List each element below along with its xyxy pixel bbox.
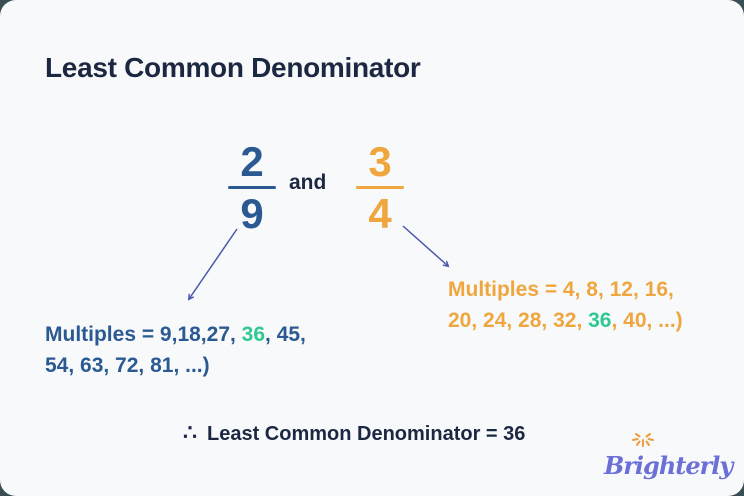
left-multiples-highlight: 36 [241,323,266,346]
fraction-left-bar [228,186,276,189]
fraction-right-bar [356,186,404,189]
left-multiples-text: Multiples = 9,18,27, 36, 45, 54, 63, 72,… [45,319,306,381]
therefore-symbol: ∴ [183,420,197,445]
fraction-right: 3 4 [352,140,408,236]
right-multiples-text: Multiples = 4, 8, 12, 16, 20, 24, 28, 32… [448,274,683,336]
fraction-right-numerator: 3 [368,138,392,185]
right-multiples-line2-pre: 20, 24, 28, 32, [448,309,589,332]
fraction-right-denominator: 4 [368,189,392,237]
brighterly-logo: Brighterly [604,430,733,482]
conclusion-label: Least Common Denominator = 36 [207,423,526,445]
arrow-left [187,228,238,301]
right-multiples-line1: Multiples = 4, 8, 12, 16, [448,278,674,301]
and-label: and [289,171,327,194]
fraction-left-numerator: 2 [240,138,264,185]
conclusion-text: ∴ Least Common Denominator = 36 [183,420,525,446]
sunburst-icon [632,433,654,447]
page-title: Least Common Denominator [45,52,421,83]
left-multiples-line2: 54, 63, 72, 81, ...) [45,354,210,377]
fraction-left: 2 9 [224,140,280,236]
right-multiples-highlight: 36 [588,309,612,332]
right-multiples-line2-post: , 40, ...) [611,309,683,332]
left-multiples-line1-pre: Multiples = 9,18,27, [45,323,242,346]
arrow-right [402,225,450,268]
logo-wordmark: Brighterly [604,451,733,480]
fraction-left-denominator: 9 [240,189,264,237]
left-multiples-line1-post: , 45, [265,323,306,346]
